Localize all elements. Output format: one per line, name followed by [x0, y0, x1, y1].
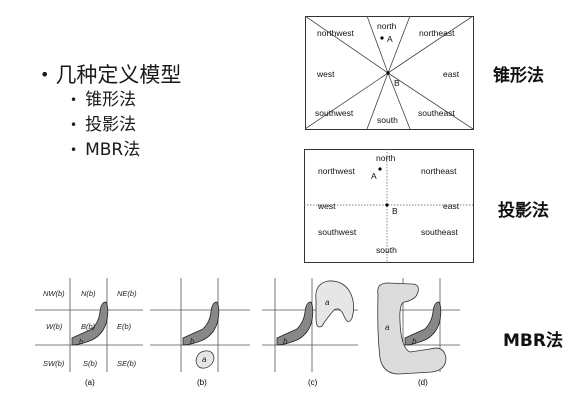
outline-item-mbr: • MBR法: [70, 138, 181, 163]
region-b-shape: [71, 301, 109, 346]
proj-nw: northwest: [318, 166, 355, 176]
caption-b: (b): [197, 378, 207, 387]
bullet-icon: •: [70, 118, 78, 132]
proj-sw: southwest: [318, 227, 357, 237]
point-b-marker: [385, 203, 389, 207]
proj-w: west: [317, 201, 336, 211]
label-cone: 锥形法: [493, 66, 544, 86]
bullet-icon: •: [70, 143, 78, 157]
outline-title-text: 几种定义模型: [55, 63, 182, 87]
outline: • 几种定义模型 • 锥形法 • 投影法 • MBR法: [40, 62, 181, 163]
label-mbr: MBR法: [503, 331, 563, 351]
region-b-label: b: [190, 337, 195, 346]
grid-n: N(b): [81, 289, 96, 298]
label-projection: 投影法: [498, 201, 549, 221]
grid-s: S(b): [83, 359, 98, 368]
cone-b: B: [394, 78, 400, 88]
region-a-shape: [195, 350, 215, 369]
region-a-shape: [377, 282, 447, 375]
cone-w: west: [316, 69, 335, 79]
region-a-label: a: [202, 355, 207, 364]
grid-w: W(b): [46, 322, 63, 331]
grid-se: SE(b): [117, 359, 137, 368]
outline-item-text: 锥形法: [85, 90, 137, 110]
cone-n: north: [377, 21, 397, 31]
proj-b: B: [392, 206, 398, 216]
outline-item-cone: • 锥形法: [70, 88, 181, 113]
cone-diagram: northwest north A northeast west east B …: [305, 16, 474, 130]
region-b-shape: [182, 301, 220, 346]
cone-a: A: [387, 34, 393, 44]
point-b-marker: [386, 71, 390, 75]
proj-a: A: [371, 171, 377, 181]
proj-s: south: [376, 245, 397, 255]
grid-ne: NE(b): [117, 289, 137, 298]
point-a-marker: [380, 36, 384, 40]
cone-se: southeast: [418, 108, 455, 118]
caption-d: (d): [418, 378, 428, 387]
outline-item-text: 投影法: [85, 115, 137, 135]
cone-sw: southwest: [315, 108, 354, 118]
proj-se: southeast: [421, 227, 458, 237]
point-a-marker: [378, 167, 382, 171]
outline-item-projection: • 投影法: [70, 113, 181, 138]
region-b-label: b: [283, 337, 288, 346]
grid-nw: NW(b): [43, 289, 65, 298]
region-a-shape: [315, 280, 354, 328]
proj-ne: northeast: [421, 166, 457, 176]
mbr-panel-a: [35, 278, 143, 372]
bullet-icon: •: [40, 65, 50, 84]
grid-e: E(b): [117, 322, 132, 331]
proj-n: north: [376, 153, 396, 163]
outline-item-text: MBR法: [85, 140, 141, 160]
region-a-label: a: [325, 298, 330, 307]
cone-s: south: [377, 115, 398, 125]
mbr-diagram: NW(b) N(b) NE(b) W(b) B(b) E(b) b SW(b) …: [35, 278, 460, 387]
projection-diagram: north northwest northeast A west east B …: [304, 149, 474, 263]
region-a-label: a: [385, 323, 390, 332]
cone-e: east: [443, 69, 460, 79]
region-b-shape: [276, 301, 314, 346]
caption-c: (c): [308, 378, 318, 387]
outline-title: • 几种定义模型: [40, 62, 181, 88]
cone-ne: northeast: [419, 28, 455, 38]
region-b-shape: [404, 301, 442, 346]
proj-e: east: [443, 201, 460, 211]
cone-nw: northwest: [317, 28, 354, 38]
region-b-label: b: [412, 337, 417, 346]
grid-b: B(b): [81, 322, 96, 331]
grid-sw: SW(b): [43, 359, 65, 368]
bullet-icon: •: [70, 93, 78, 107]
region-b-label: b: [79, 337, 83, 346]
caption-a: (a): [85, 378, 95, 387]
mbr-panel-b: [150, 278, 250, 372]
